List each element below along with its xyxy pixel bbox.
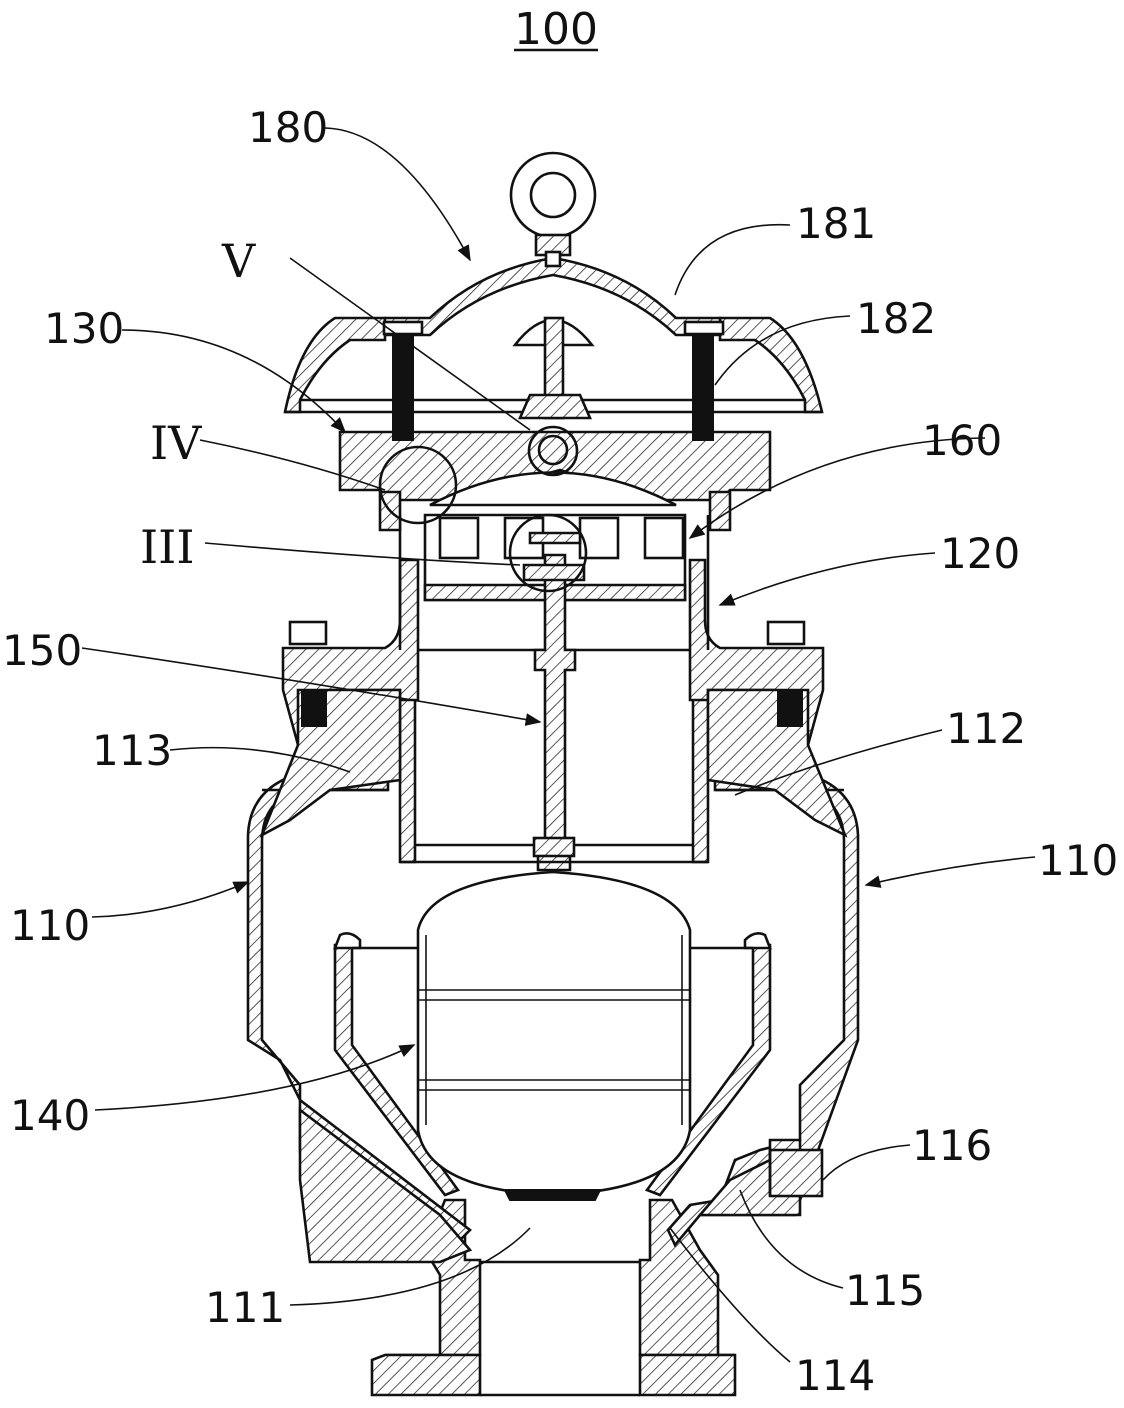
label-V: V (221, 234, 256, 288)
float-140 (416, 853, 692, 1201)
label-115: 115 (845, 1266, 925, 1315)
top-flange-130 (338, 430, 772, 532)
label-180: 180 (248, 103, 328, 152)
label-140: 140 (10, 1091, 90, 1140)
label-181: 181 (796, 199, 876, 248)
label-120: 120 (940, 529, 1020, 578)
label-114: 114 (795, 1351, 875, 1400)
label-160: 160 (922, 416, 1002, 465)
label-130: 130 (44, 304, 124, 353)
label-112: 112 (946, 704, 1026, 753)
label-110-left: 110 (10, 901, 90, 950)
label-III: III (140, 520, 195, 574)
label-111: 111 (205, 1283, 285, 1332)
valve-body-110 (246, 773, 860, 1264)
detail-circle-IV (378, 445, 458, 525)
plug-116 (768, 1148, 824, 1198)
label-182: 182 (856, 294, 936, 343)
label-150: 150 (2, 626, 82, 675)
float-cage (333, 932, 772, 1197)
detail-circle-III (508, 513, 588, 593)
label-116: 116 (912, 1121, 992, 1170)
label-110-right: 110 (1038, 836, 1118, 885)
stem-150 (522, 531, 586, 858)
cover-flange-120 (259, 558, 848, 838)
detail-circle-V (527, 425, 579, 477)
figure-title: 100 (514, 4, 598, 55)
leader-lines (81, 127, 1036, 1363)
label-113: 113 (92, 726, 172, 775)
cap-180 (283, 151, 824, 466)
label-IV: IV (150, 416, 202, 470)
